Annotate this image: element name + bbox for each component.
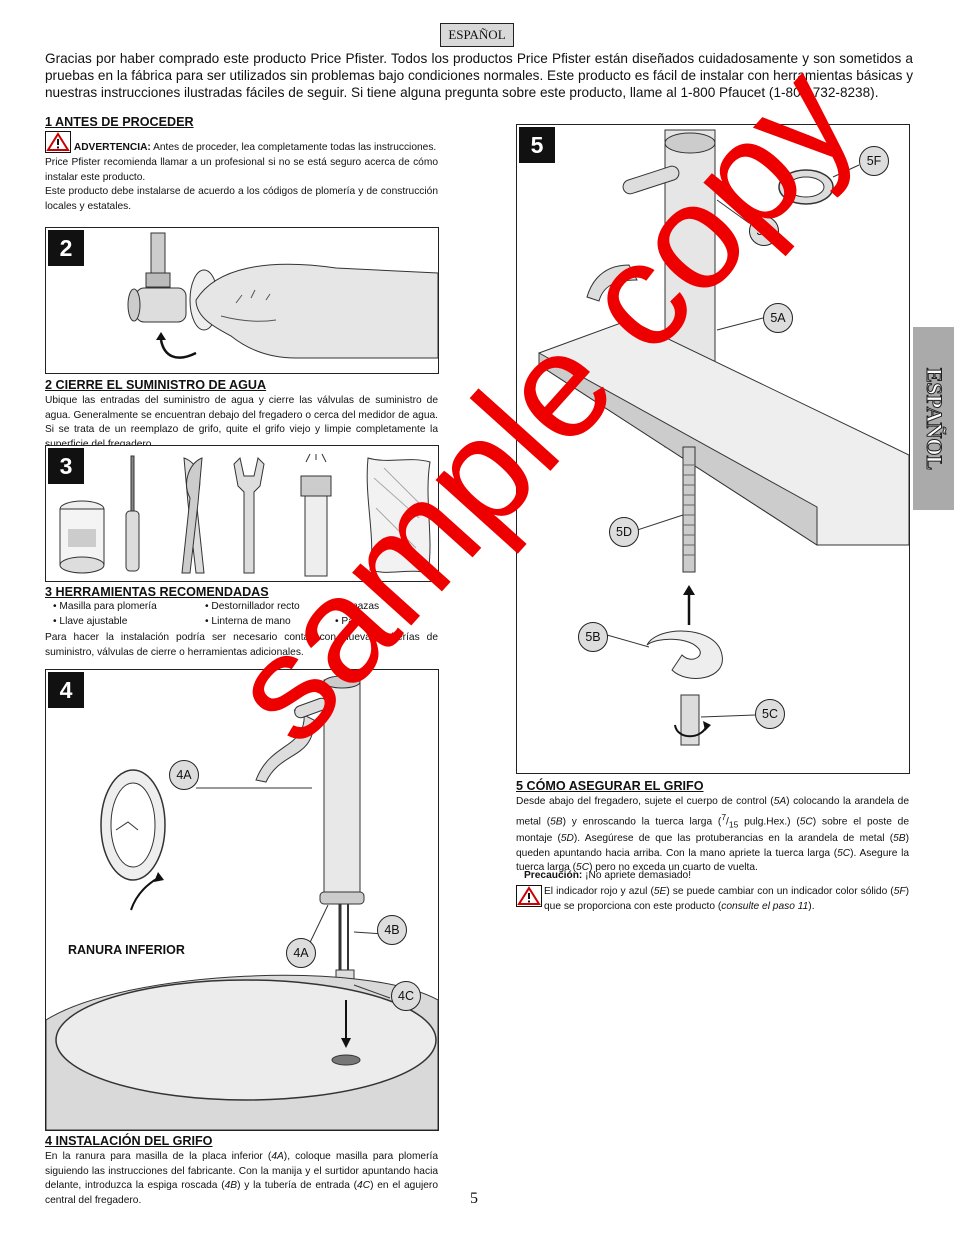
section4-text: En la ranura para masilla de la placa in… xyxy=(45,1151,438,1207)
pliers xyxy=(181,457,205,574)
callout-5f: 5F xyxy=(859,146,889,176)
tools-list: • Masilla para plomería • Destornillador… xyxy=(45,601,445,633)
section3-heading: 3 HERRAMIENTAS RECOMENDADAS xyxy=(45,585,269,599)
callout-4a: 4A xyxy=(286,938,316,968)
callout-5c: 5C xyxy=(755,699,785,729)
side-tab-label: ESPAÑOL xyxy=(921,367,947,470)
countertop xyxy=(538,319,909,546)
caution-label: Precaución: xyxy=(524,870,583,881)
screwdriver xyxy=(125,455,140,572)
putty-jar xyxy=(59,500,105,574)
section1-body: ADVERTENCIA: Antes de proceder, lea comp… xyxy=(45,131,438,215)
intro-paragraph: Gracias por haber comprado este producto… xyxy=(45,51,913,100)
callout-4b: 4B xyxy=(377,915,407,945)
caution-text: ¡No apriete demasiado! xyxy=(582,870,692,881)
section5-heading: 5 CÓMO ASEGURAR EL GRIFO xyxy=(516,779,704,793)
tool-item: • Destornillador recto xyxy=(205,601,300,612)
page-number: 5 xyxy=(470,1190,478,1207)
tool-item: • Tenazas xyxy=(335,601,380,612)
adjustable-wrench xyxy=(233,457,265,574)
callout-5e: 5E xyxy=(749,216,779,246)
section4-heading: 4 INSTALACIÓN DEL GRIFO xyxy=(45,1134,213,1148)
tool-item: • Paño xyxy=(335,616,366,627)
metal-washer-5b xyxy=(646,630,723,679)
figure-number: 5 xyxy=(519,127,555,163)
figure-2: 2 xyxy=(45,227,439,374)
warning-icon xyxy=(45,131,71,153)
section5-text: Desde abajo del fregadero, sujete el cue… xyxy=(516,796,910,874)
tool-item: • Masilla para plomería xyxy=(53,601,157,612)
language-side-tab: ESPAÑOL xyxy=(913,327,954,510)
warning-label: ADVERTENCIA: xyxy=(73,142,151,153)
tools-illustration xyxy=(59,453,431,577)
callout-4a: 4A xyxy=(169,760,199,790)
figure-3: 3 xyxy=(45,445,439,582)
base-plate-detail xyxy=(100,769,166,911)
secure-faucet-illustration xyxy=(538,129,909,746)
tool-item: • Linterna de mano xyxy=(205,616,291,627)
section1-para1: Price Pfister recomienda llamar a un pro… xyxy=(45,157,438,183)
figure-4: 4 4A 4A 4B xyxy=(45,669,439,1131)
section5-note: El indicador rojo y azul (5E) se puede c… xyxy=(516,885,909,914)
callout-5b: 5B xyxy=(578,622,608,652)
figure-number: 2 xyxy=(48,230,84,266)
groove-label: RANURA INFERIOR xyxy=(68,943,185,957)
figure-number: 4 xyxy=(48,672,84,708)
section1-heading: 1 ANTES DE PROCEDER xyxy=(45,115,194,129)
callout-4c: 4C xyxy=(391,981,421,1011)
section2-text: Ubique las entradas del suministro de ag… xyxy=(45,395,438,450)
warning-text: Antes de proceder, lea completamente tod… xyxy=(150,142,437,153)
figure-5: 5 xyxy=(516,124,910,774)
shutoff-valve-illustration xyxy=(127,232,438,359)
callout-5a: 5A xyxy=(763,303,793,333)
section3-text: Para hacer la instalación podría ser nec… xyxy=(45,632,438,658)
flashlight xyxy=(300,453,332,577)
tool-item: • Llave ajustable xyxy=(53,616,128,627)
long-nut-5c xyxy=(674,694,711,746)
section1-para2: Este producto debe instalarse de acuerdo… xyxy=(45,186,438,213)
callout-5d: 5D xyxy=(609,517,639,547)
section2-heading: 2 CIERRE EL SUMINISTRO DE AGUA xyxy=(45,378,267,392)
vessel-sink xyxy=(46,974,438,1130)
figure-number: 3 xyxy=(48,448,84,484)
mounting-post xyxy=(682,446,696,573)
indicator-5f xyxy=(778,169,834,205)
language-tag: ESPAÑOL xyxy=(440,23,514,47)
faucet-install-illustration xyxy=(46,675,438,1130)
note-text: El indicador rojo y azul (5E) se puede c… xyxy=(544,886,909,912)
cloth xyxy=(366,457,431,574)
caution-line: Precaución: ¡No apriete demasiado! xyxy=(524,869,691,884)
faucet-body xyxy=(255,675,365,1055)
warning-icon xyxy=(516,885,542,907)
